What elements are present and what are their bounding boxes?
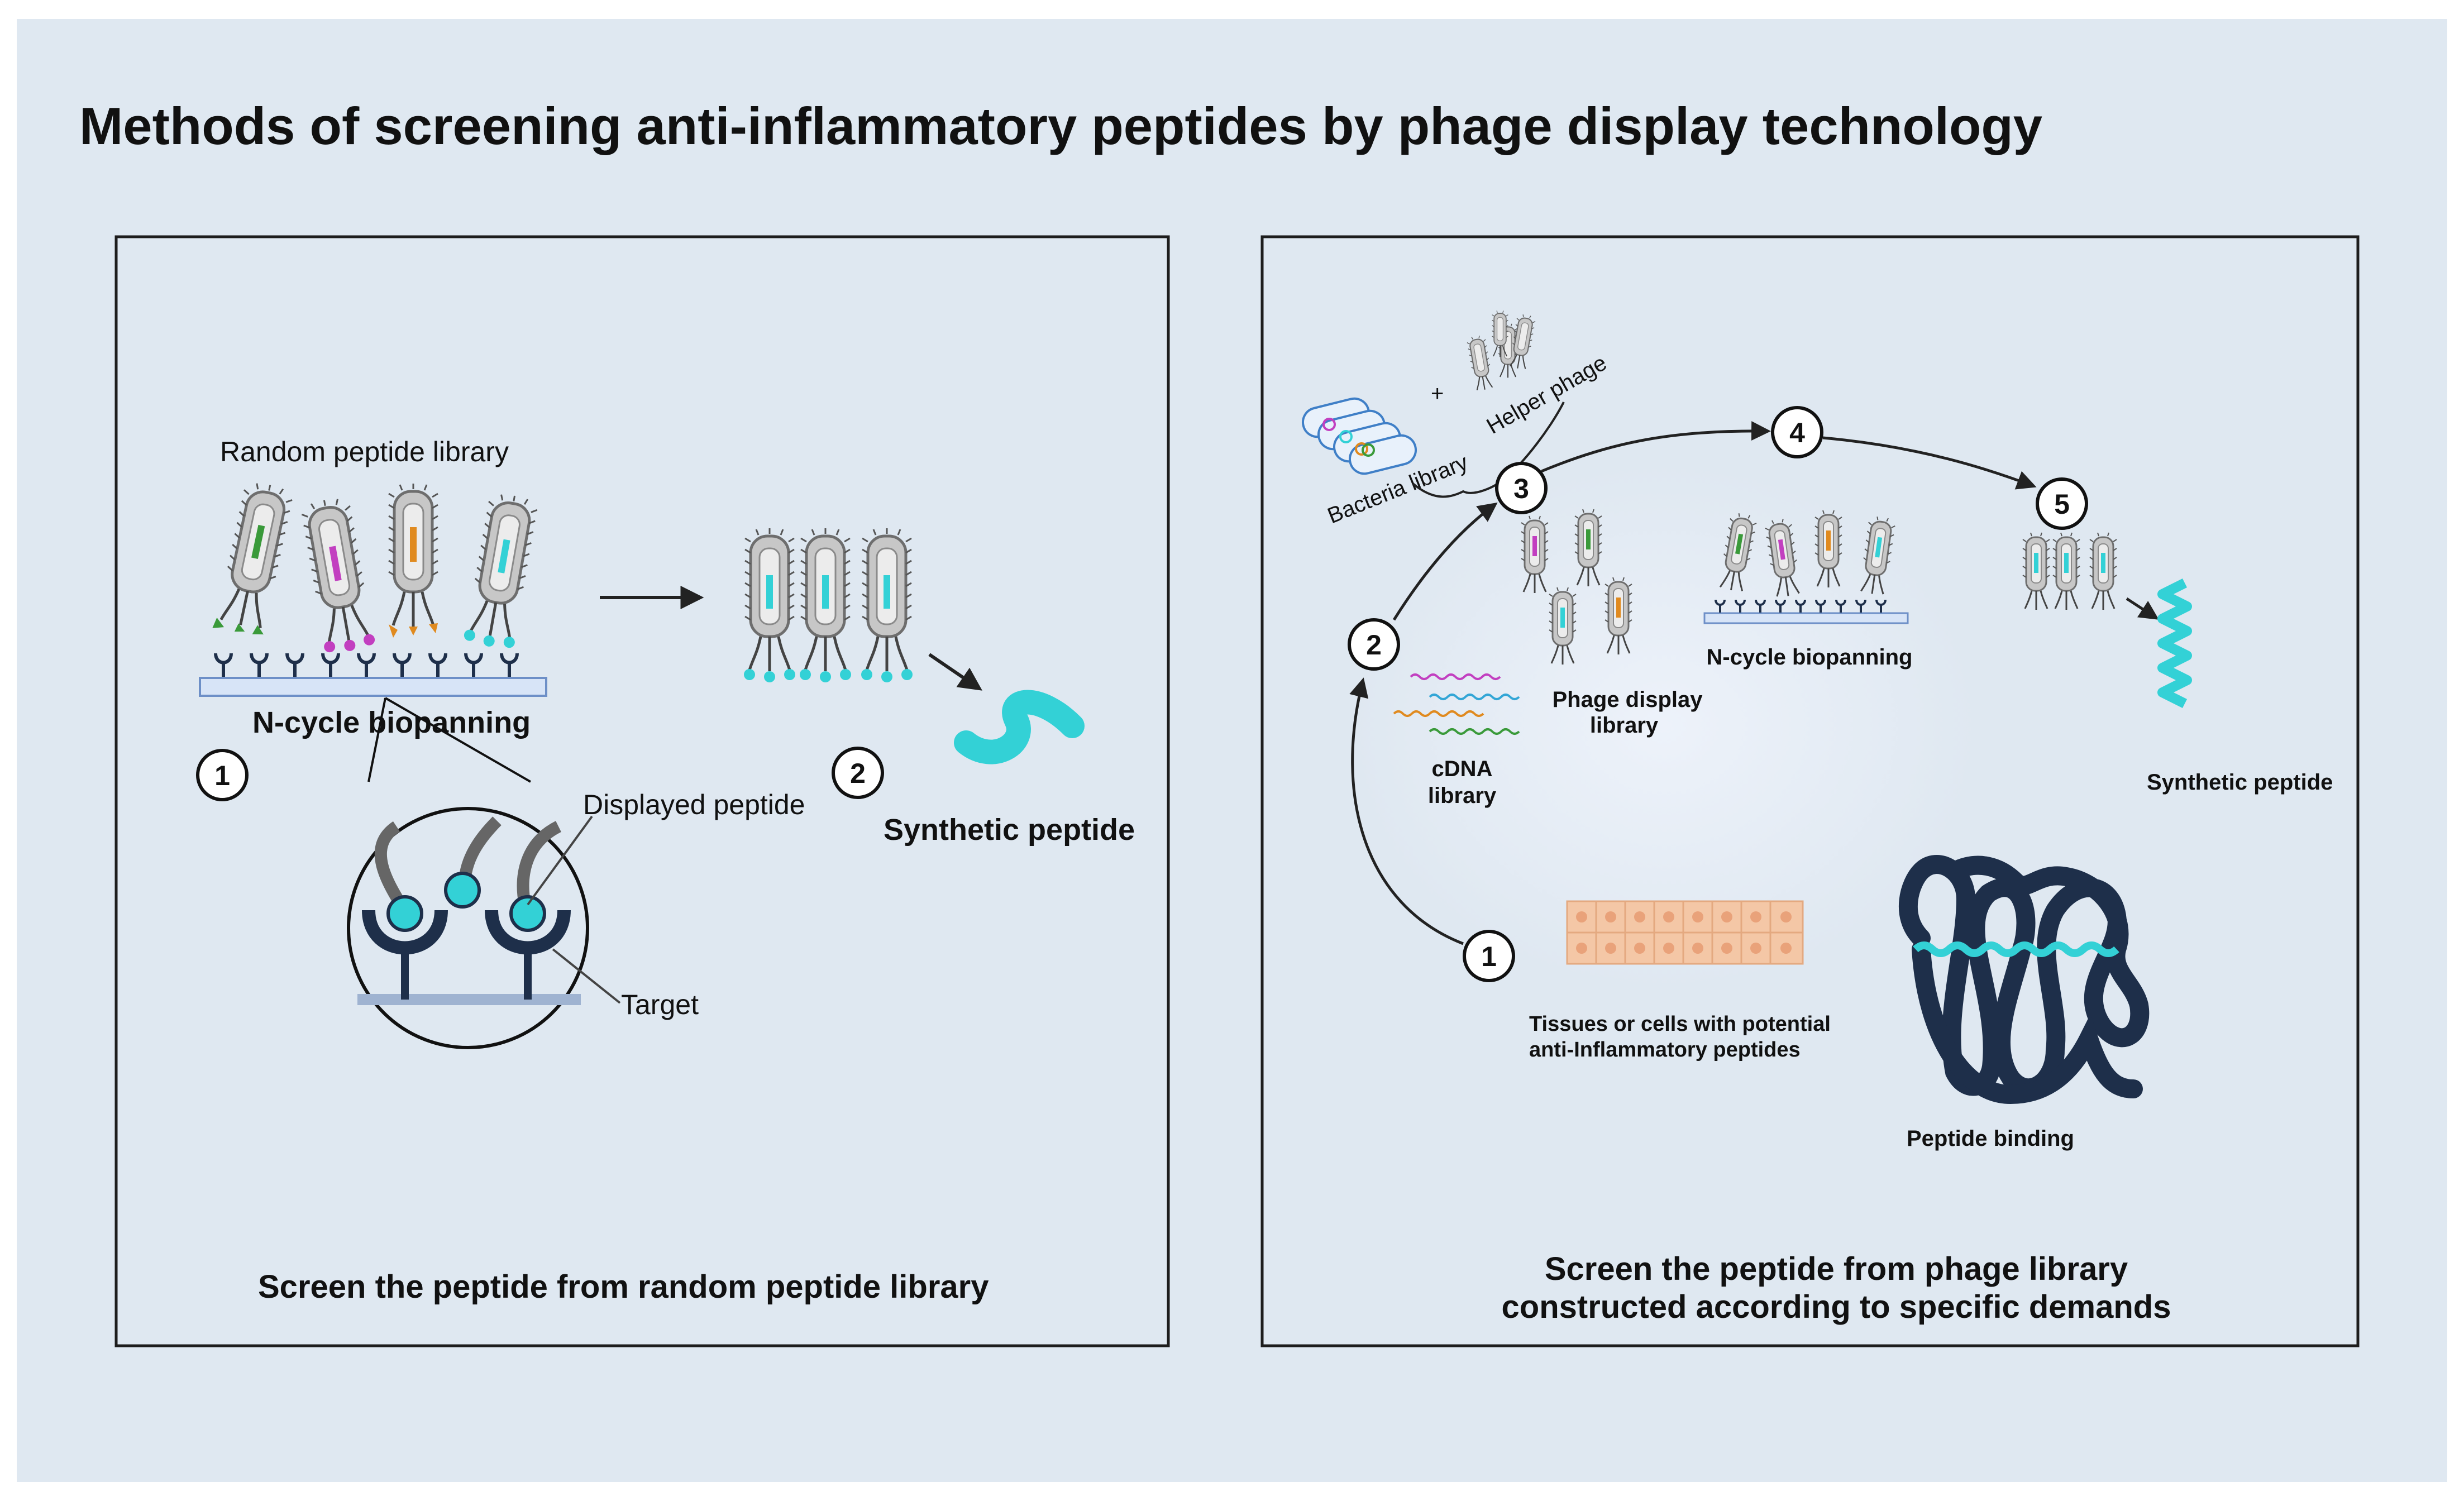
right-biopanning-group	[1703, 509, 1909, 624]
target-label: Target	[621, 989, 699, 1020]
phage-display-library	[1520, 508, 1633, 666]
tissues-label-line2: anti-Inflammatory peptides	[1529, 1038, 1801, 1062]
library-phage-magenta	[299, 496, 375, 653]
svg-text:4: 4	[1789, 417, 1805, 448]
cycle-glow	[1352, 463, 1977, 988]
right-caption-line2: constructed according to specific demand…	[1502, 1289, 2171, 1325]
svg-text:2: 2	[850, 758, 866, 789]
displayed-peptide-pointer	[527, 815, 593, 906]
arrow-5-to-synthetic	[2126, 597, 2159, 620]
right-caption-line1: Screen the peptide from phage library	[1545, 1251, 2128, 1287]
arrow-4-to-5	[1822, 436, 2037, 490]
diagram-title: Methods of screening anti-inflammatory p…	[79, 97, 2042, 155]
svg-text:2: 2	[1366, 629, 1382, 661]
right-step-2: 2	[1348, 618, 1400, 671]
right-selected-phages	[2022, 532, 2118, 611]
left-synthetic-label: Synthetic peptide	[884, 813, 1135, 847]
left-panel-frame	[114, 235, 1170, 1347]
left-step-2: 2	[832, 747, 884, 799]
cdna-label-line2: library	[1428, 783, 1497, 808]
left-synthetic-arrow	[928, 653, 982, 691]
right-step-4: 4	[1771, 406, 1823, 458]
right-biopanning-label: N-cycle biopanning	[1707, 645, 1913, 670]
arrow-1-to-2	[1349, 677, 1464, 945]
plus-sign: +	[1431, 381, 1444, 406]
library-phage-green	[212, 480, 294, 635]
arrow-2-to-3	[1392, 502, 1498, 621]
svg-text:1: 1	[214, 760, 230, 791]
binding-plate	[199, 677, 547, 697]
right-step-1: 1	[1463, 930, 1515, 982]
target-pointer	[552, 948, 621, 1004]
zoom-line-left	[367, 697, 386, 782]
right-panel: + Bacteria library Helper phage 1 2	[1260, 235, 2360, 1347]
right-step-5: 5	[2036, 477, 2088, 530]
cdna-strands	[1393, 673, 1520, 735]
right-step-3: 3	[1495, 462, 1548, 514]
magnified-view	[347, 807, 589, 1049]
svg-text:3: 3	[1513, 473, 1529, 504]
tissue-cells	[1566, 900, 1804, 965]
bacteria-library	[1302, 397, 1417, 475]
left-panel-caption: Screen the peptide from random peptide l…	[258, 1269, 989, 1305]
right-synthetic-label: Synthetic peptide	[2147, 770, 2333, 795]
peptide-binding-label: Peptide binding	[1907, 1126, 2074, 1151]
left-synthetic-peptide	[954, 690, 1085, 764]
selected-phages	[744, 528, 913, 682]
cdna-label-line1: cDNA	[1432, 757, 1493, 781]
random-library-label: Random peptide library	[220, 436, 509, 467]
arrow-3-to-4	[1541, 421, 1771, 473]
phage-display-label-line1: Phage display	[1553, 687, 1703, 712]
library-phage-orange	[389, 484, 438, 638]
right-synthetic-helix	[2157, 578, 2192, 709]
left-biopanning-label: N-cycle biopanning	[252, 706, 531, 739]
phage-display-label-line2: library	[1590, 713, 1659, 738]
peptide-binding-graphic	[1899, 855, 2150, 1105]
displayed-peptide-label: Displayed peptide	[583, 789, 805, 820]
library-phage-cyan	[464, 491, 540, 648]
zoom-line-left-2	[385, 697, 531, 783]
tissues-label-line1: Tissues or cells with potential	[1529, 1012, 1831, 1036]
left-panel: Random peptide library	[114, 235, 1170, 1347]
svg-text:5: 5	[2054, 489, 2070, 520]
brace-connector	[1412, 479, 1503, 498]
svg-text:1: 1	[1481, 941, 1497, 972]
left-step-1: 1	[196, 749, 249, 801]
